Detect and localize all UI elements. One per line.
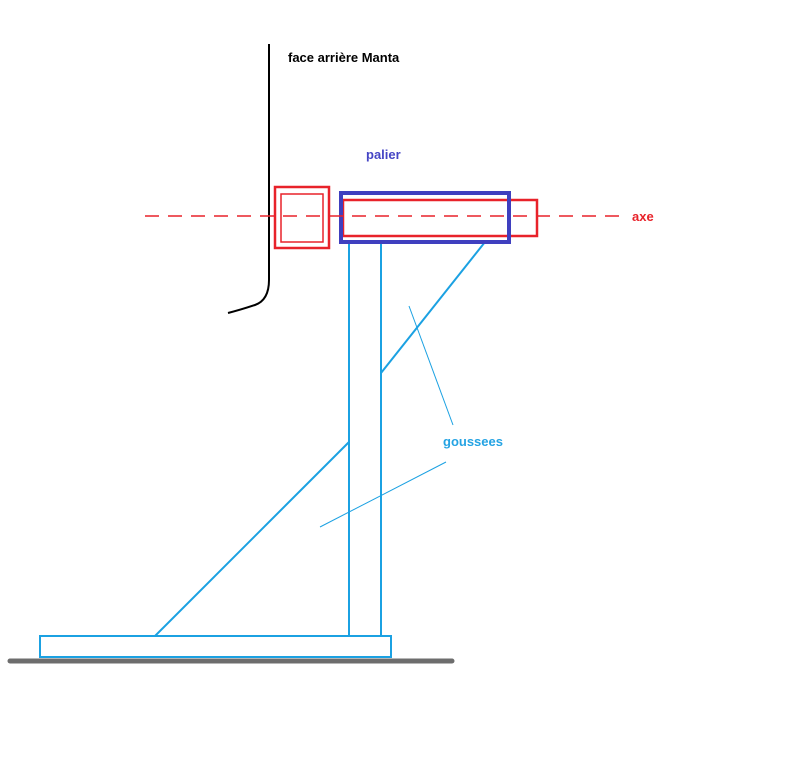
goussees-leader-upper: [408, 305, 454, 426]
lower-gusset: [154, 441, 350, 637]
label-goussees: goussees: [443, 434, 503, 449]
goussees-leader-lower: [319, 461, 447, 528]
upper-gusset: [380, 241, 486, 374]
label-axe: axe: [632, 209, 654, 224]
label-palier: palier: [366, 147, 401, 162]
vertical-post: [348, 241, 382, 637]
face-profile-line: [227, 44, 270, 314]
face-mount-square-outer: [273, 185, 331, 250]
bearing-palier: [339, 191, 511, 244]
base-plate: [39, 635, 392, 658]
face-mount-square-inner: [280, 193, 324, 243]
label-face-arriere: face arrière Manta: [288, 50, 400, 65]
